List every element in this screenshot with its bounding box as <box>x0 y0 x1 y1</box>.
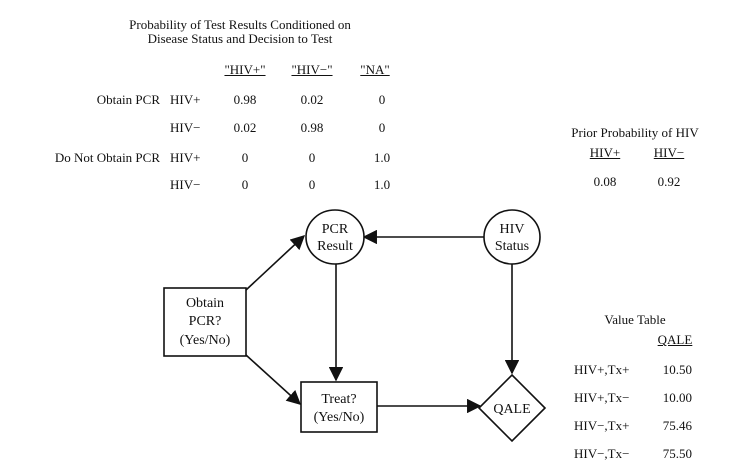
prob-cell: 0 <box>308 177 316 192</box>
prob-table-title-line1: Probability of Test Results Conditioned … <box>129 17 351 32</box>
prob-row-status: HIV− <box>170 120 201 135</box>
prob-row-decision: Obtain PCR <box>96 92 160 107</box>
edge-obtain-to-pcr <box>245 235 306 291</box>
prob-cell: 1.0 <box>373 177 391 192</box>
edge-obtain-to-treat <box>245 354 302 405</box>
node-qale-label: QALE <box>493 402 530 417</box>
prob-cell: 0 <box>378 120 386 135</box>
value-table-header: QALE <box>657 332 693 347</box>
prob-cell: 0.98 <box>300 120 324 135</box>
node-hiv-status: HIV Status <box>483 209 541 265</box>
prob-table-title-line2: Disease Status and Decision to Test <box>147 31 333 46</box>
prob-col-header-hivneg: "HIV−" <box>291 62 333 77</box>
prob-row-status: HIV+ <box>170 92 201 107</box>
prob-cell: 0 <box>241 177 249 192</box>
node-treat: Treat? (Yes/No) <box>300 381 378 433</box>
prob-cell: 0 <box>308 150 316 165</box>
node-qale: QALE <box>477 373 547 443</box>
prob-cell: 0.02 <box>300 92 324 107</box>
node-hiv-status-line2: Status <box>495 239 529 254</box>
value-row-value: 10.50 <box>662 362 692 377</box>
node-obtain-pcr-line3: (Yes/No) <box>180 333 231 348</box>
prob-row-status: HIV− <box>170 177 201 192</box>
prior-title: Prior Probability of HIV <box>571 125 699 140</box>
prior-value-hivpos: 0.08 <box>593 174 617 189</box>
prob-row-status: HIV+ <box>170 150 201 165</box>
prob-cell: 1.0 <box>373 150 391 165</box>
node-pcr-result-line1: PCR <box>322 222 349 237</box>
node-pcr-result-line2: Result <box>317 239 353 254</box>
prob-col-header-na: "NA" <box>360 62 390 77</box>
node-pcr-result: PCR Result <box>305 209 365 265</box>
prob-row-decision: Do Not Obtain PCR <box>54 150 160 165</box>
node-obtain-pcr-line1: Obtain <box>186 296 224 311</box>
prob-cell: 0 <box>241 150 249 165</box>
node-obtain-pcr-line2: PCR? <box>189 314 222 329</box>
prob-col-header-hivpos: "HIV+" <box>224 62 266 77</box>
prior-value-hivneg: 0.92 <box>657 174 681 189</box>
value-row-label: HIV+,Tx+ <box>574 362 630 377</box>
prob-cell: 0.02 <box>233 120 257 135</box>
prior-header-hivneg: HIV− <box>653 145 685 160</box>
node-hiv-status-line1: HIV <box>500 222 525 237</box>
node-obtain-pcr: Obtain PCR? (Yes/No) <box>163 287 247 357</box>
prob-cell: 0.98 <box>233 92 257 107</box>
value-row-value: 10.00 <box>662 390 692 405</box>
value-row-label: HIV−,Tx− <box>574 446 630 461</box>
value-row-value: 75.50 <box>662 446 692 461</box>
prior-header-hivpos: HIV+ <box>589 145 621 160</box>
prob-cell: 0 <box>378 92 386 107</box>
node-treat-line1: Treat? <box>321 392 356 407</box>
value-row-value: 75.46 <box>662 418 692 433</box>
value-row-label: HIV−,Tx+ <box>574 418 630 433</box>
node-treat-line2: (Yes/No) <box>314 410 365 425</box>
value-row-label: HIV+,Tx− <box>574 390 630 405</box>
value-table-title: Value Table <box>604 312 666 327</box>
